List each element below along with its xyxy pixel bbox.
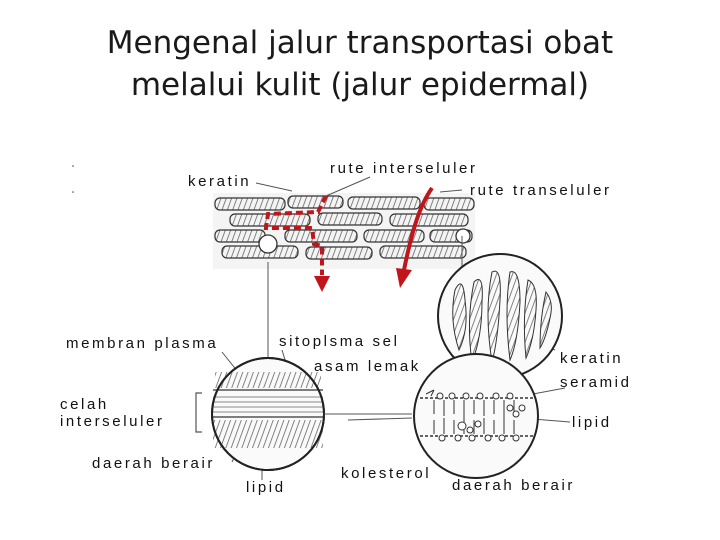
transcellular-route-arrow (396, 186, 434, 288)
label-rute-transeluler: rute transeluler (470, 182, 612, 199)
label-lipid-bottom: lipid (246, 479, 286, 496)
title-line-1: Mengenal jalur transportasi obat (106, 25, 614, 61)
label-membran-plasma: membran plasma (66, 335, 219, 352)
intercellular-route-arrow (263, 195, 330, 292)
label-seramid: seramid (560, 374, 632, 391)
stratum-corneum-layers (213, 193, 475, 269)
label-daerah-berair-left: daerah berair (92, 455, 216, 472)
label-daerah-berair-right: daerah berair (452, 477, 576, 494)
celah-bracket (195, 392, 202, 433)
label-asam-lemak: asam lemak (314, 358, 421, 375)
lipid-bilayer-zoom (413, 353, 539, 479)
keratin-cell-zoom (437, 253, 563, 379)
label-kolesterol: kolesterol (341, 465, 432, 482)
label-keratin-right: keratin (560, 350, 624, 367)
label-lipid-right: lipid (572, 414, 612, 431)
label-keratin-top: keratin (188, 173, 252, 190)
title-line-2: melalui kulit (jalur epidermal) (130, 67, 590, 103)
label-interseluler: interseluler (60, 413, 165, 430)
membrane-zoom (211, 357, 325, 471)
slide-title: Mengenal jalur transportasi obat melalui… (0, 22, 720, 106)
label-rute-interseluler: rute interseluler (330, 160, 478, 177)
label-celah: celah (60, 396, 109, 413)
label-sitoplasma-sel: sitoplsma sel (279, 333, 400, 350)
